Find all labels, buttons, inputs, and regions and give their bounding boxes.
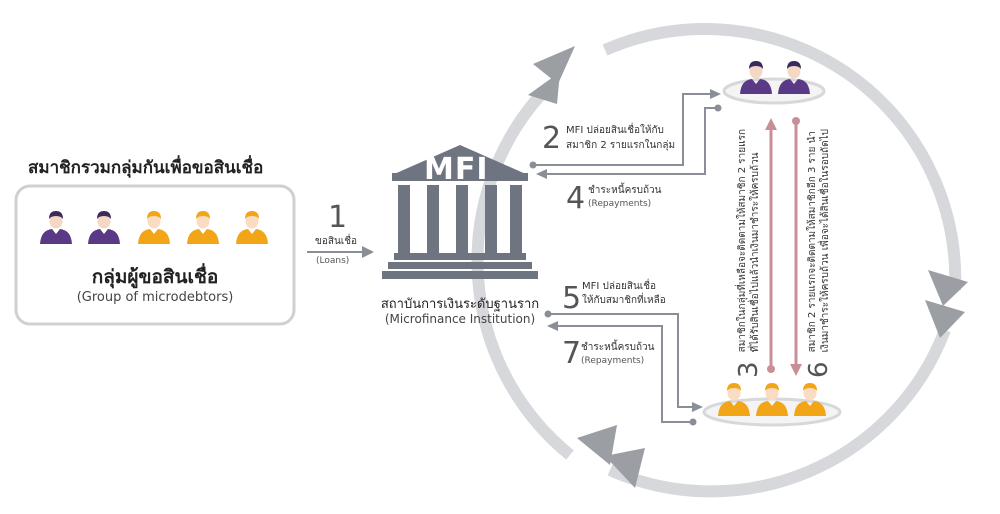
mfi-building-icon xyxy=(382,145,538,279)
step7-sublabel: (Repayments) xyxy=(581,356,645,366)
step5-line2: ให้กับสมาชิกที่เหลือ xyxy=(582,295,666,306)
mfi-name-english: (Microfinance Institution) xyxy=(384,312,536,326)
step4-arrowhead xyxy=(536,169,547,179)
step4-dot xyxy=(714,104,722,112)
step5-arrow xyxy=(548,313,693,408)
step2-line2: สมาชิก 2 รายแรกในกลุ่ม xyxy=(566,140,676,151)
step3-text: 3 สมาชิกในกลุ่มที่เหลือจะติดตามให้สมาชิก… xyxy=(734,129,764,378)
step4-sublabel: (Repayments) xyxy=(588,199,652,209)
step5-number: 5 xyxy=(562,281,582,316)
step7-label: ชำระหนี้ครบถ้วน xyxy=(581,342,655,353)
member-icon xyxy=(778,61,810,94)
step6-arrow xyxy=(790,117,802,376)
heading: สมาชิกรวมกลุ่มกันเพื่อขอสินเชื่อ xyxy=(28,158,264,178)
step5-dot xyxy=(544,310,552,318)
step4-label: ชำระหนี้ครบถ้วน xyxy=(588,185,662,196)
step6-line1: สมาชิก 2 รายแรกจะติดตามให้สมาชิกอีก 3 รา… xyxy=(807,130,818,353)
step7-arrow xyxy=(556,325,693,423)
step1-sublabel: (Loans) xyxy=(316,256,350,266)
step4-number: 4 xyxy=(566,181,586,216)
step3-line2: ที่ได้รับสินเชื่อไปแล้วนำเงินมาชำระให้คร… xyxy=(750,152,761,353)
step2-number: 2 xyxy=(542,121,562,156)
group-title: กลุ่มผู้ขอสินเชื่อ xyxy=(91,266,219,288)
group-subtitle: (Group of microdebtors) xyxy=(76,290,234,305)
step2-arrowhead xyxy=(710,89,721,99)
step1-number: 1 xyxy=(328,200,348,235)
member-icon xyxy=(740,61,772,94)
step1-label: ขอสินเชื่อ xyxy=(315,236,357,247)
mfi-logo-text: MFI xyxy=(424,152,489,187)
step3-number: 3 xyxy=(734,361,764,378)
step7-arrowhead xyxy=(547,321,558,331)
step7-number: 7 xyxy=(562,336,582,371)
step3-line1: สมาชิกในกลุ่มที่เหลือจะติดตามให้สมาชิก 2… xyxy=(737,128,748,353)
mfi-name-thai: สถาบันการเงินระดับฐานราก xyxy=(380,297,540,312)
loans-arrow xyxy=(307,246,374,258)
bottom-trio-members xyxy=(718,383,826,416)
step2-dot xyxy=(529,161,537,169)
step7-dot xyxy=(689,418,697,426)
step5-line1: MFI ปล่อยสินเชื่อ xyxy=(582,281,656,292)
step5-arrowhead xyxy=(692,402,703,412)
step4-arrow xyxy=(545,107,718,175)
step3-arrow xyxy=(765,118,777,373)
group-box xyxy=(14,184,296,326)
step2-line1: MFI ปล่อยสินเชื่อให้กับ xyxy=(566,125,664,136)
step6-text: 6 สมาชิก 2 รายแรกจะติดตามให้สมาชิกอีก 3 … xyxy=(804,129,834,378)
step2-arrow xyxy=(533,93,712,166)
cycle-arrowheads xyxy=(528,46,968,488)
step6-number: 6 xyxy=(804,361,834,378)
step6-line2: เงินมาชำระให้ครบถ้วน เพื่อจะได้สินเชื่อใ… xyxy=(820,129,831,353)
